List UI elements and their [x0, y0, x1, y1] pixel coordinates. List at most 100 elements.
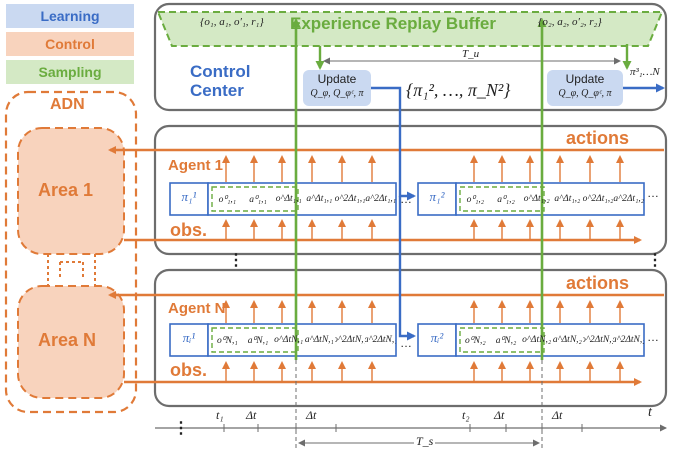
agent-n-seq-1-cell: a^ΔtN,₁: [304, 335, 334, 345]
time-dt-1: Δt: [246, 408, 257, 422]
area-1-label: Area 1: [38, 180, 94, 200]
update-1-label: Update: [317, 72, 357, 86]
agent-n-seq-2-cell: o^2ΔtN,₂: [582, 335, 614, 345]
area-n-box: [17, 285, 125, 399]
agent-1-seq-1-cell: a⁰₁,₁: [249, 194, 267, 205]
sampling-period-label: T_s: [414, 434, 436, 449]
legend-sampling-swatch: [6, 60, 134, 84]
legend-sampling: Sampling: [38, 64, 102, 80]
agent-n-sample-1-box: [211, 327, 299, 353]
buffer-tuple-1: {o₁, a₁, o′₁, r₁}: [200, 16, 264, 28]
agent-1-frame: [153, 124, 668, 256]
agent-n-obs-label: obs.: [170, 360, 208, 380]
update-2-params: Q_φ, Q_φᶜ, π: [558, 88, 612, 99]
legend-learning: Learning: [40, 8, 100, 24]
agent-n-policy-2: πᵢ²: [430, 330, 444, 345]
area-1-box: [17, 127, 125, 255]
agent-n-title: Agent N: [168, 300, 226, 317]
time-dt-2: Δt: [306, 408, 317, 422]
agent-1-seq-1-cell: a^Δt₁,₁: [306, 194, 333, 204]
agent-n-seq-2-cell: a⁰N,₂: [495, 335, 517, 346]
step-arrows: [222, 155, 624, 381]
update-1-params: Q_φ, Q_φᶜ, π: [310, 88, 364, 99]
legend-control-swatch: [6, 32, 134, 56]
agent-n-seq-2-cell: a^2ΔtN,₂: [613, 335, 645, 345]
agent-1-seq-2-cell: a⁰₁,₂: [497, 194, 515, 205]
agent-1-actions-label: actions: [566, 128, 630, 148]
agents-vdots-right: ⋮: [647, 252, 663, 269]
agent-1-ellipsis-mid: …: [400, 192, 412, 206]
timeline-vdots: ⋮: [173, 420, 189, 437]
agent-1-seq-2-cell: o⁰₁,₂: [466, 194, 485, 205]
update-box-2: [547, 70, 623, 106]
agent-1-sample-2-box: [459, 186, 545, 212]
agent-n-seq-1-cell: a⁰N,₁: [247, 335, 269, 346]
agent-n-seq-1-cell: o⁰N,₁: [217, 335, 238, 346]
agent-1-seq-2-cell: o^Δt₁,₂: [523, 194, 550, 204]
adn-frame: [4, 90, 138, 414]
agent-n-ellipsis-end: …: [647, 330, 659, 344]
time-t2: t₂: [462, 408, 470, 422]
agent-n-frame: [153, 268, 668, 408]
agent-n-seq-2-cell: a^ΔtN,₂: [552, 335, 582, 345]
agent-1-seq-1-cell: o⁰₁,₁: [218, 194, 237, 205]
update-box-1: [303, 70, 371, 106]
agent-1-policy-2: π₁²: [429, 189, 445, 204]
agent-1-policy-2-box: [417, 182, 457, 216]
agent-1-seq-2-cell: a^Δt₁,₂: [554, 194, 581, 204]
next-policy-label: π³₁…N: [630, 66, 660, 78]
agent-n-seq-2-cell: o⁰N,₂: [465, 335, 486, 346]
legend-learning-swatch: [6, 4, 134, 28]
agent-n-sequence-1-box: [207, 323, 397, 357]
area-connector: [47, 254, 96, 286]
sampling-guides: [295, 360, 543, 448]
agent-1-policy-1: π₁¹: [181, 189, 197, 204]
agent-n-policy-1-box: [169, 323, 209, 357]
adn-title: ADN: [50, 96, 85, 113]
agent-n-seq-1-cell: a^2ΔtN,₁: [365, 335, 397, 345]
agent-1-obs-label: obs.: [170, 220, 208, 240]
replay-buffer-shape: [156, 11, 664, 47]
agent-1-sample-1-box: [211, 186, 299, 212]
policy-set-label: {π₁², …, π_N²}: [406, 80, 511, 100]
agent-1-ellipsis-end: …: [647, 186, 659, 200]
agent-n-sample-2-box: [459, 327, 545, 353]
agent-1-seq-2-cell: a^2Δt₁,₂: [613, 194, 645, 204]
policy-distribution-path: [371, 86, 416, 201]
agent-n-policy-1: πᵢ¹: [182, 330, 196, 345]
time-t1: t₁: [216, 408, 224, 422]
agent-1-sequence-1-box: [207, 182, 397, 216]
legend-control: Control: [45, 36, 95, 52]
agent-n-seq-1-cell: o^ΔtN,₁: [274, 335, 304, 345]
time-dt-4: Δt: [552, 408, 563, 422]
policy-distribution-path-n: [398, 196, 416, 341]
time-t: t: [648, 405, 652, 420]
agent-n-sequence-2-box: [455, 323, 645, 357]
agent-n-seq-1-cell: o^2ΔtN,₁: [334, 335, 366, 345]
buffer-tuple-2: {o₂, a₂, o′₂, r₂}: [538, 16, 602, 28]
agent-1-policy-1-box: [169, 182, 209, 216]
agent-1-title: Agent 1: [168, 157, 224, 174]
agent-1-seq-1-cell: o^2Δt₁,₁: [334, 194, 366, 204]
agent-1-sequence-2-box: [455, 182, 645, 216]
buffer-title: Experience Replay Buffer: [290, 14, 496, 33]
agent-1-seq-1-cell: o^Δt₁,₁: [275, 194, 302, 204]
agent-n-policy-2-box: [417, 323, 457, 357]
agent-n-seq-2-cell: o^ΔtN,₂: [522, 335, 552, 345]
agents-vdots-left: ⋮: [228, 252, 244, 269]
time-dt-3: Δt: [494, 408, 505, 422]
agent-n-ellipsis-mid: …: [400, 336, 412, 350]
agent-n-actions-label: actions: [566, 273, 630, 293]
control-center-title: Control Center: [190, 62, 251, 100]
update-2-label: Update: [565, 72, 605, 86]
update-period-label: T_u: [462, 48, 480, 60]
area-n-label: Area N: [38, 330, 97, 350]
control-center-frame: [153, 2, 668, 112]
agent-1-seq-2-cell: o^2Δt₁,₂: [582, 194, 614, 204]
agent-1-seq-1-cell: a^2Δt₁,₁: [365, 194, 397, 204]
